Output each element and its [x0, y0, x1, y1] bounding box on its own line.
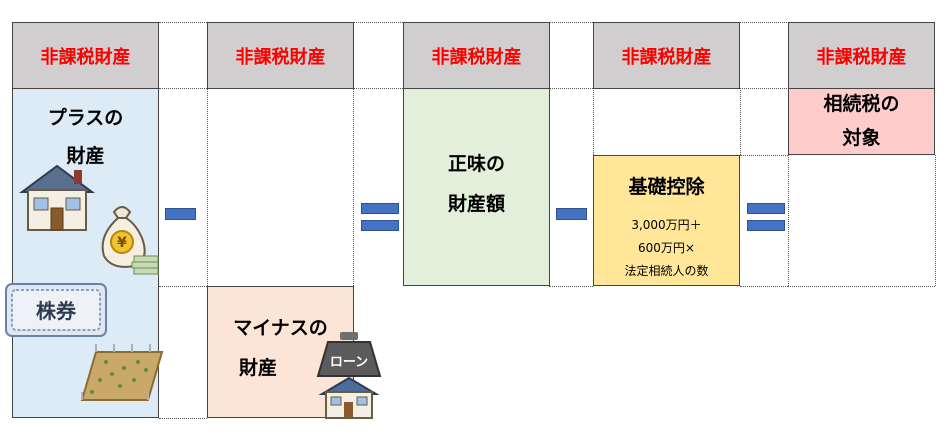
taxable-line2: 対象	[842, 127, 881, 149]
basic-deduction-title: 基礎控除	[628, 176, 705, 198]
basic-deduction-box: 基礎控除 3,000万円＋ 600万円× 法定相続人の数	[593, 155, 740, 286]
stock-certificate-icon: 株券	[5, 283, 107, 337]
net-assets-line2: 財産額	[447, 193, 505, 215]
minus-assets-line1: マイナスの	[233, 317, 328, 339]
taxable-box: 相続税の 対象	[788, 88, 935, 155]
net-assets-line1: 正味の	[447, 153, 505, 175]
header-label: 非課税財産	[816, 46, 907, 68]
loan-weight-icon: ローン	[316, 332, 382, 419]
equals-operator-1-top	[361, 203, 399, 214]
header-cell-4: 非課税財産	[593, 22, 740, 89]
header-label: 非課税財産	[621, 46, 712, 68]
basic-deduction-formula-1: 3,000万円＋	[631, 218, 702, 232]
equals-operator-2-top	[747, 203, 785, 214]
basic-deduction-formula-3: 法定相続人の数	[624, 264, 709, 278]
minus-assets-line2: 財産	[238, 357, 277, 379]
basic-deduction-formula-2: 600万円×	[638, 241, 695, 255]
header-cell-3: 非課税財産	[403, 22, 550, 89]
equals-operator-1-bottom	[361, 220, 399, 231]
house-icon	[18, 164, 96, 231]
minus-operator-1	[165, 208, 196, 220]
plus-assets-line1: プラスの	[47, 107, 124, 129]
stock-certificate-text: 株券	[36, 299, 77, 323]
net-assets-box: 正味の 財産額	[403, 88, 550, 286]
header-label: 非課税財産	[40, 46, 131, 68]
loan-text: ローン	[330, 355, 368, 370]
equals-operator-2-bottom	[747, 220, 785, 231]
money-bag-icon: ¥	[101, 206, 159, 275]
header-cell-1: 非課税財産	[12, 22, 159, 89]
plus-assets-line2: 財産	[66, 145, 105, 167]
header-label: 非課税財産	[431, 46, 522, 68]
header-cell-5: 非課税財産	[788, 22, 935, 89]
land-icon	[80, 344, 164, 401]
header-cell-2: 非課税財産	[207, 22, 354, 89]
header-label: 非課税財産	[235, 46, 326, 68]
yen-symbol: ¥	[117, 235, 127, 251]
minus-operator-2	[556, 208, 587, 220]
taxable-line1: 相続税の	[823, 93, 900, 115]
